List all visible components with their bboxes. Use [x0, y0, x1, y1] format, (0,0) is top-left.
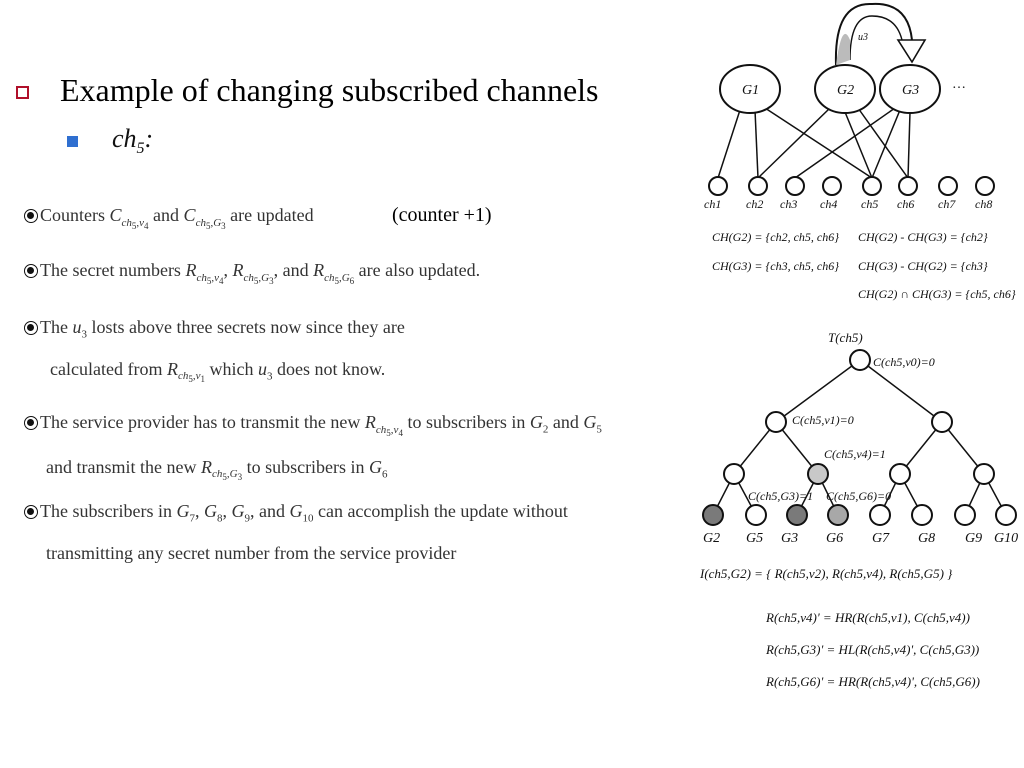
tree-node: [973, 463, 995, 485]
update-formula: R(ch5,v4)' = HR(R(ch5,v1), C(ch5,v4)): [765, 610, 970, 625]
user-label: u3: [858, 32, 868, 43]
circle-bullet-icon: [24, 505, 38, 519]
paragraph-subscribers-update: The subscribers in G7, G8, G9, and G10 c…: [24, 494, 568, 570]
channel-label: ch7: [938, 197, 956, 211]
group-node-g1: [719, 64, 781, 114]
subtitle-bullet-icon: [67, 136, 78, 147]
tree-node: [889, 463, 911, 485]
paragraph-provider-transmit: The service provider has to transmit the…: [24, 405, 602, 495]
leaf-node: [911, 504, 933, 526]
channel-label: ch4: [820, 197, 837, 211]
leaf-node: [869, 504, 891, 526]
channel-label: ch8: [975, 197, 992, 211]
tree-node: [931, 411, 953, 433]
subtitle: ch5:: [112, 124, 154, 158]
leaf-label: G5: [746, 531, 763, 546]
arrow-head-icon: [896, 39, 927, 64]
channel-set-g3: CH(G3) = {ch3, ch5, ch6}: [712, 259, 839, 273]
tree-node-v4: [807, 463, 829, 485]
circle-bullet-icon: [24, 264, 38, 278]
counter-note: (counter +1): [392, 204, 492, 226]
paragraph-counters-updated: Counters Cch5,v4 and Cch5,G3 are updated: [24, 198, 314, 243]
title-bullet-icon: [16, 86, 29, 99]
counter-label-v1: C(ch5,v1)=0: [792, 413, 854, 427]
channel-intersection: CH(G2) ∩ CH(G3) = {ch5, ch6}: [858, 287, 1016, 301]
circle-bullet-icon: [24, 416, 38, 430]
key-tree-diagram: T(ch5): [699, 330, 1018, 689]
group-node-g3: [879, 64, 941, 114]
channel-label: ch1: [704, 197, 721, 211]
group-label-g3: G3: [902, 83, 919, 98]
circle-bullet-icon: [24, 321, 38, 335]
channel-diff-g3: CH(G3) - CH(G2) = {ch3}: [858, 259, 988, 273]
channel-diff-g2: CH(G2) - CH(G3) = {ch2}: [858, 230, 988, 244]
paragraph-secret-numbers: The secret numbers Rch5,v4, Rch5,G3, and…: [24, 253, 480, 298]
leaf-label: G7: [872, 531, 890, 546]
top-diagram: u3 G1 G2 G3 …: [704, 2, 1016, 301]
tree-root-label: T(ch5): [828, 330, 863, 345]
channel-label: ch5: [861, 197, 878, 211]
counter-label-v4: C(ch5,v4)=1: [824, 447, 886, 461]
counter-label-g6: C(ch5,G6)=0: [826, 489, 891, 503]
channel-label: ch2: [746, 197, 763, 211]
leaf-node: [954, 504, 976, 526]
leaf-node: [827, 504, 849, 526]
counter-label-v0: C(ch5,v0)=0: [873, 355, 935, 369]
group-label-g2: G2: [837, 83, 854, 98]
update-formula: R(ch5,G6)' = HR(R(ch5,v4)', C(ch5,G6)): [765, 674, 980, 689]
paragraph-u3-loses-secrets: The u3 losts above three secrets now sin…: [24, 310, 405, 396]
tree-node: [723, 463, 745, 485]
tree-node-root: [849, 349, 871, 371]
leaf-node: [745, 504, 767, 526]
groups-ellipsis: …: [952, 77, 966, 92]
leaf-label: G9: [965, 531, 982, 546]
leaf-label: G6: [826, 531, 843, 546]
leaf-node: [995, 504, 1017, 526]
channel-label: ch3: [780, 197, 797, 211]
leaf-label: G3: [781, 531, 798, 546]
leaf-node: [702, 504, 724, 526]
counter-label-g3: C(ch5,G3)=1: [748, 489, 813, 503]
leaf-label: G2: [703, 531, 720, 546]
group-label-g1: G1: [742, 83, 759, 98]
channel-label: ch6: [897, 197, 914, 211]
leaf-node: [786, 504, 808, 526]
channel-set-g2: CH(G2) = {ch2, ch5, ch6}: [712, 230, 839, 244]
circle-bullet-icon: [24, 209, 38, 223]
group-node-g2: [814, 64, 876, 114]
tree-node-v1: [765, 411, 787, 433]
update-formula: R(ch5,G3)' = HL(R(ch5,v4)', C(ch5,G3)): [765, 642, 979, 657]
index-set: I(ch5,G2) = { R(ch5,v2), R(ch5,v4), R(ch…: [699, 566, 953, 581]
leaf-label: G10: [994, 531, 1018, 546]
leaf-label: G8: [918, 531, 935, 546]
slide-title: Example of changing subscribed channels: [60, 72, 599, 108]
